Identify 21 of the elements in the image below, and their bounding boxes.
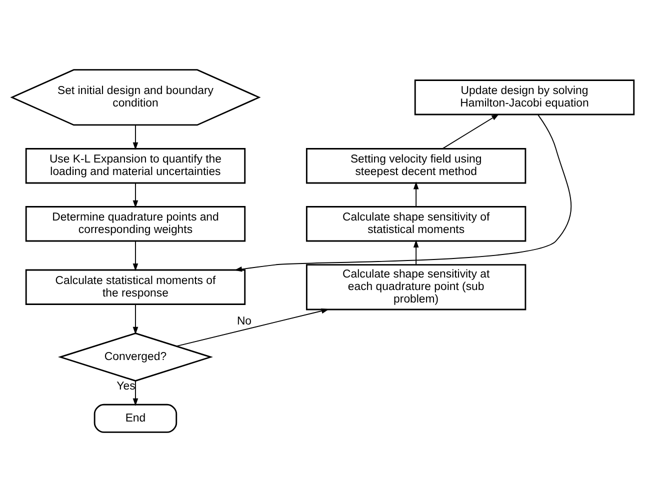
node-box: Calculate shape sensitivity at each quadrature point (sub problem): [306, 264, 526, 310]
node-box: Setting velocity field using steepest decent method: [306, 148, 526, 184]
node-box: Determine quadrature points and corresponding weights: [25, 206, 246, 242]
arrow: [132, 124, 138, 150]
arrow: [132, 380, 138, 406]
node-box: Calculate shape sensitivity of statistical moments: [306, 206, 526, 242]
node-box: Update design by solving Hamilton-Jacobi equation: [414, 79, 635, 115]
node-box: Calculate statistical moments of the response: [25, 268, 246, 304]
arrow: [413, 239, 419, 264]
node-box: Use K-L Expansion to quantify the loading and material uncertainties: [25, 148, 246, 184]
arrow: [176, 308, 330, 346]
arrow: [234, 114, 572, 272]
node-box: End: [94, 403, 178, 432]
arrow: [132, 182, 138, 208]
arrow: [132, 240, 138, 271]
arrow: [132, 304, 138, 334]
node-diamond: Converged?: [58, 332, 213, 382]
edge-label: No: [236, 315, 252, 328]
edge-label: Yes: [116, 380, 136, 392]
arrow: [413, 181, 419, 207]
arrow: [442, 113, 500, 149]
